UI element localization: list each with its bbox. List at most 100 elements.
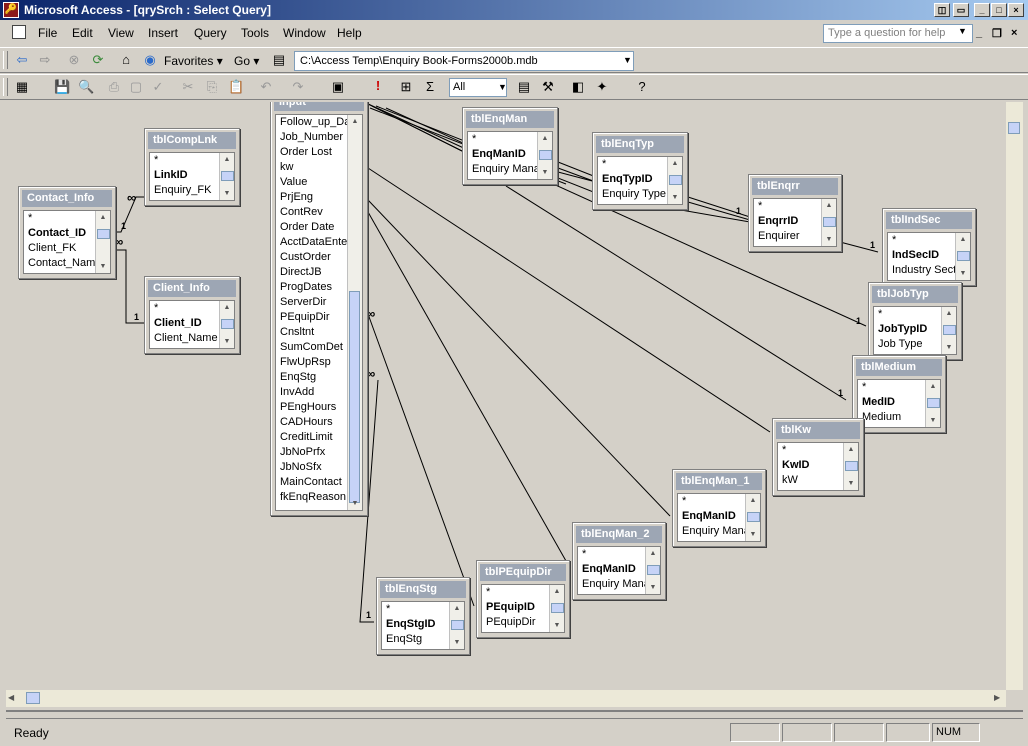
field-row[interactable]: CustOrder	[280, 251, 331, 263]
scroll-down-icon[interactable]: ▼	[541, 169, 549, 176]
access-key-icon[interactable]: 🔑	[3, 2, 19, 18]
join-line-enqtyp-c[interactable]	[557, 171, 597, 183]
scroll-thumb[interactable]	[221, 171, 234, 181]
field-list-title[interactable]: Contact_Info	[22, 190, 112, 207]
horizontal-scroll-thumb[interactable]	[26, 692, 40, 704]
show-table-icon[interactable]: ⊞	[400, 79, 412, 94]
scroll-thumb[interactable]	[927, 398, 940, 408]
field-row[interactable]: Order Date	[280, 221, 335, 233]
field-row[interactable]: Enquiry_FK	[154, 184, 212, 196]
field-row[interactable]: EnqStg	[280, 371, 317, 383]
field-row[interactable]: Value	[280, 176, 308, 188]
field-row[interactable]: kW	[782, 474, 798, 486]
field-row[interactable]: InvAdd	[280, 386, 315, 398]
scroll-up-icon[interactable]: ▲	[99, 214, 107, 221]
primary-key-row[interactable]: EnqManID	[582, 563, 636, 575]
save-icon[interactable]: 💾	[54, 79, 71, 94]
join-line-enqman1[interactable]	[367, 199, 671, 517]
all-fields-row[interactable]: *	[682, 495, 687, 507]
join-line-indsec[interactable]	[839, 241, 879, 253]
field-row[interactable]: Medium	[862, 411, 902, 423]
field-list-scrollbar[interactable]: ▲ ▼	[347, 115, 362, 510]
show-web-toolbar-icon[interactable]: ▤	[272, 52, 286, 67]
scroll-down-icon[interactable]: ▼	[749, 531, 757, 538]
scroll-up-icon[interactable]: ▲	[929, 383, 937, 390]
scroll-down-icon[interactable]: ▼	[223, 190, 231, 197]
totals-icon[interactable]: Σ	[425, 79, 435, 94]
primary-key-row[interactable]: EnqManID	[682, 510, 736, 522]
field-list-scrollbar[interactable]: ▲▼	[537, 132, 552, 179]
field-row[interactable]: Client_Name	[154, 332, 218, 344]
scroll-left-icon[interactable]: ◀	[8, 693, 15, 702]
scroll-up-icon[interactable]: ▲	[541, 135, 549, 142]
field-row[interactable]: Order Lost	[280, 146, 332, 158]
primary-key-row[interactable]: EnqManID	[472, 148, 526, 160]
field-list-scrollbar[interactable]: ▲▼	[667, 157, 682, 204]
field-list-scrollbar[interactable]: ▲▼	[821, 199, 836, 246]
field-list-title[interactable]: tblKw	[776, 422, 860, 439]
field-row[interactable]: CreditLimit	[280, 431, 333, 443]
scroll-up-icon[interactable]: ▲	[649, 550, 657, 557]
redo-icon[interactable]: ↷	[292, 79, 304, 94]
field-list-title[interactable]: Client_Info	[148, 280, 236, 297]
primary-key-row[interactable]: Client_ID	[154, 317, 202, 329]
join-line-contact-client[interactable]	[114, 249, 144, 324]
cut-icon[interactable]: ✂	[182, 79, 194, 94]
all-fields-row[interactable]: *	[28, 212, 33, 224]
query-design-area[interactable]: 1 1 1 1 1 1 1 1 ∞ ∞ ∞ ∞ Input Follow_up_…	[6, 102, 1006, 690]
all-fields-row[interactable]: *	[878, 308, 883, 320]
refresh-icon[interactable]: ⟳	[92, 52, 104, 67]
scroll-down-icon[interactable]: ▼	[553, 622, 561, 629]
primary-key-row[interactable]: IndSecID	[892, 249, 940, 261]
build-icon[interactable]: ⚒	[542, 79, 554, 94]
scroll-down-icon[interactable]: ▼	[351, 500, 359, 507]
scroll-thumb[interactable]	[845, 461, 858, 471]
field-list-scrollbar[interactable]: ▲▼	[549, 585, 564, 632]
join-line-pequipdir[interactable]	[367, 313, 475, 607]
all-fields-row[interactable]: *	[758, 200, 763, 212]
mdi-restore-icon[interactable]: ◫	[934, 3, 950, 17]
field-row[interactable]: AcctDataEnte	[280, 236, 348, 248]
join-line-enqrr-b[interactable]	[687, 201, 751, 221]
view-icon[interactable]: ▦	[15, 79, 29, 94]
new-object-icon[interactable]: ✦	[596, 79, 608, 94]
scroll-up-icon[interactable]: ▲	[223, 304, 231, 311]
undo-icon[interactable]: ↶	[260, 79, 272, 94]
menu-help[interactable]: Help	[337, 26, 362, 40]
scroll-up-icon[interactable]: ▲	[553, 588, 561, 595]
scroll-down-icon[interactable]: ▼	[223, 338, 231, 345]
field-list-title[interactable]: tblEnqMan	[466, 111, 554, 128]
all-fields-row[interactable]: *	[892, 234, 897, 246]
field-row[interactable]: ServerDir	[280, 296, 327, 308]
doc-minimize-button[interactable]: _	[976, 27, 983, 39]
field-row[interactable]: FlwUpRsp	[280, 356, 331, 368]
scroll-thumb[interactable]	[669, 175, 682, 185]
all-fields-row[interactable]: *	[602, 158, 607, 170]
search-web-icon[interactable]: ◉	[144, 52, 156, 67]
scroll-thumb[interactable]	[451, 620, 464, 630]
field-list-title[interactable]: tblCompLnk	[148, 132, 236, 149]
join-line-enqtyp-a[interactable]	[557, 161, 597, 178]
scroll-thumb[interactable]	[539, 150, 552, 160]
vertical-scroll-thumb[interactable]	[1008, 122, 1020, 134]
menu-view[interactable]: View	[108, 26, 134, 40]
field-list-scrollbar[interactable]: ▲▼	[645, 547, 660, 594]
field-row[interactable]: Client_FK	[28, 242, 77, 254]
scroll-down-icon[interactable]: ▼	[945, 344, 953, 351]
field-list-scrollbar[interactable]: ▲▼	[449, 602, 464, 649]
all-fields-row[interactable]: *	[154, 154, 159, 166]
scroll-down-icon[interactable]: ▼	[847, 480, 855, 487]
join-line-enqman2[interactable]	[367, 211, 571, 569]
help-icon[interactable]: ?	[638, 79, 646, 94]
field-row[interactable]: Follow_up_Da	[280, 116, 351, 128]
field-list-scrollbar[interactable]: ▲▼	[745, 494, 760, 541]
scroll-down-icon[interactable]: ▼	[959, 270, 967, 277]
field-row[interactable]: fkEnqReasonI	[280, 491, 350, 503]
all-fields-row[interactable]: *	[386, 603, 391, 615]
